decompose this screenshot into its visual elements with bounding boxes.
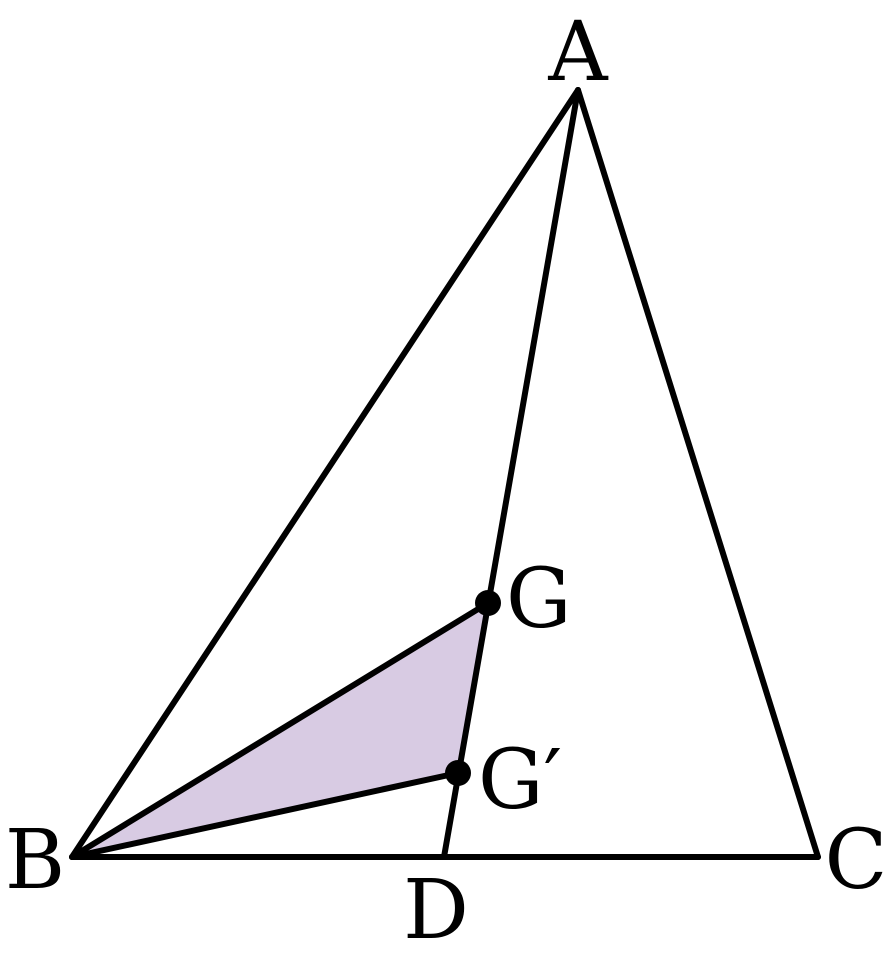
label-b: B [5,813,65,908]
segment-ab [69,87,581,860]
point-gprime [445,760,471,786]
point-g [475,590,501,616]
segment-bg [69,600,491,860]
segment-ad [441,87,581,860]
label-g: G [506,552,572,647]
label-gprime: G′ [478,733,562,828]
segment-bgprime [69,770,461,860]
label-c: C [825,813,888,908]
label-d: D [403,863,469,958]
label-a: A [547,5,609,100]
segment-ac [575,87,821,860]
